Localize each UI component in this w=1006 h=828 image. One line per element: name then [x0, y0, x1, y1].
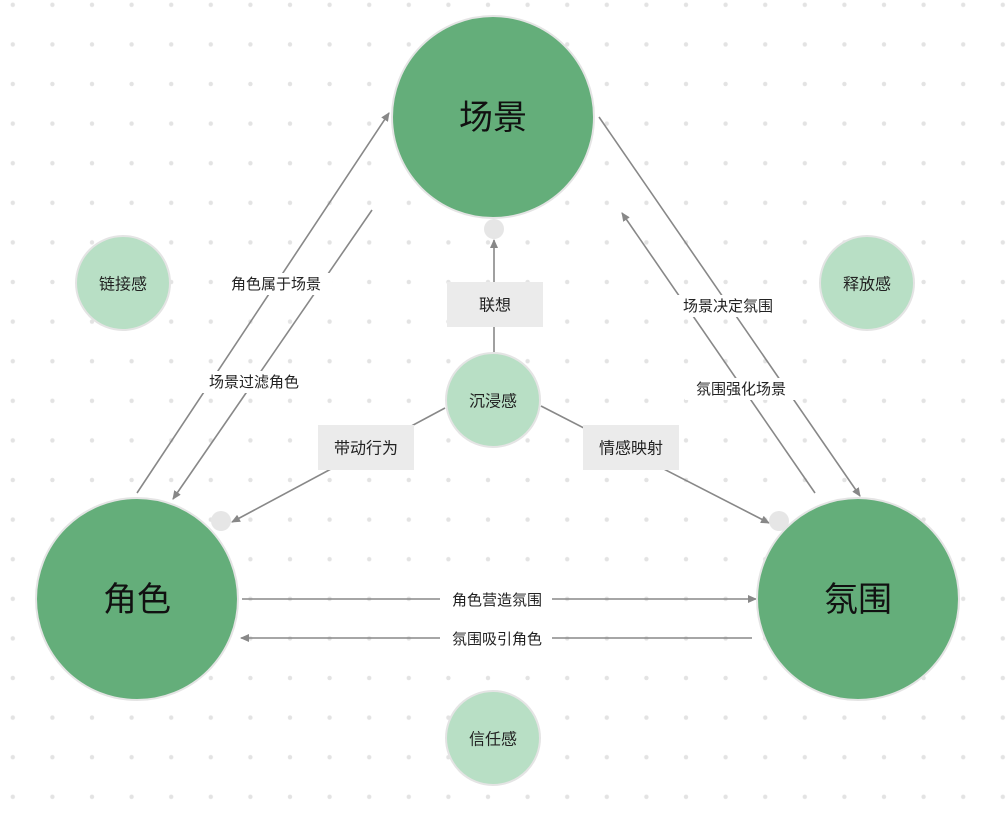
box-association-label: 联想: [479, 296, 511, 315]
edge-label-atmosphere-to-scene: 氛围强化场景: [696, 380, 786, 398]
box-emotion-mapping-label: 情感映射: [599, 439, 663, 458]
connector-dot-role: [211, 511, 231, 531]
node-immersion[interactable]: [445, 352, 541, 448]
connector-dot-atmosphere: [769, 511, 789, 531]
node-trust[interactable]: [445, 690, 541, 786]
node-role[interactable]: [35, 497, 239, 701]
edge-scene-to-role[interactable]: [172, 209, 373, 500]
edge-label-scene-to-atmosphere: 场景决定氛围: [683, 297, 773, 315]
node-atmosphere-label: 氛围: [824, 580, 892, 620]
connector-dot-scene: [484, 219, 504, 239]
box-drive-behavior[interactable]: [318, 425, 414, 470]
edge-label-role-to-scene: 角色属于场景: [231, 275, 321, 293]
box-drive-behavior-label: 带动行为: [334, 439, 398, 458]
node-release-label: 释放感: [843, 275, 891, 294]
node-scene[interactable]: [391, 15, 595, 219]
edge-label-atmosphere-to-role: 氛围吸引角色: [452, 630, 542, 648]
node-role-label: 角色: [103, 580, 171, 620]
edge-role-to-scene[interactable]: [136, 112, 390, 494]
box-emotion-mapping[interactable]: [583, 425, 679, 470]
node-release[interactable]: [819, 235, 915, 331]
edge-label-scene-to-role: 场景过滤角色: [209, 373, 299, 391]
node-trust-label: 信任感: [469, 730, 517, 749]
node-immersion-label: 沉浸感: [469, 392, 517, 411]
edge-label-role-to-atmosphere: 角色营造氛围: [452, 591, 542, 609]
node-link[interactable]: [75, 235, 171, 331]
box-association[interactable]: [447, 282, 543, 327]
edge-atmosphere-to-scene[interactable]: [621, 212, 816, 494]
node-link-label: 链接感: [99, 275, 147, 294]
node-scene-label: 场景: [459, 98, 527, 138]
node-atmosphere[interactable]: [756, 497, 960, 701]
